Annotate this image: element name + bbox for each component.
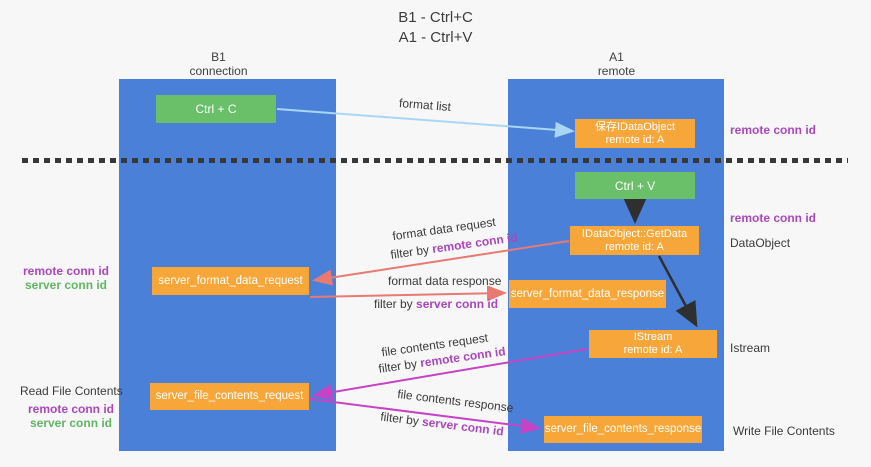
format-list-label: format list (398, 95, 452, 115)
remote-conn-id-left-format: remote conn id (22, 264, 109, 278)
file-contents-response-label: file contents response (396, 386, 515, 416)
left-file-conn-ids: Read File Contents remote conn id server… (20, 384, 123, 430)
lane-header-b1: B1 connection (110, 50, 327, 78)
server-conn-id-left-format: server conn id (24, 278, 108, 292)
save-dataobject-box: 保存IDataObject remote id: A (575, 119, 695, 148)
idataobject-getdata-box: IDataObject::GetData remote id: A (570, 226, 699, 255)
server-format-data-response-box: server_format_data_response (509, 280, 666, 308)
server-conn-id-text: server conn id (416, 297, 499, 311)
server-format-data-response-label: server_format_data_response (510, 287, 665, 300)
server-format-data-request-box: server_format_data_request (152, 267, 309, 295)
istream-side-label: Istream (730, 341, 771, 355)
ctrl-c-box: Ctrl + C (156, 95, 276, 123)
dataobject-label: DataObject (730, 236, 791, 250)
lane-header-a1: A1 remote (508, 50, 725, 78)
read-file-contents-label: Read File Contents (20, 384, 123, 398)
format-data-response-filter: filter by server conn id (374, 297, 498, 311)
lane-b1-name: B1 (211, 50, 226, 64)
diagram-title: B1 - Ctrl+C A1 - Ctrl+V (0, 8, 871, 48)
server-file-contents-response-label: server_file_contents_response (544, 423, 702, 435)
istream-box: IStream remote id: A (589, 330, 717, 358)
ctrl-v-box: Ctrl + V (575, 172, 695, 199)
lane-a1-name: A1 (609, 50, 624, 64)
save-dataobject-line2: remote id: A (605, 133, 665, 146)
remote-conn-id-right-mid: remote conn id (730, 211, 817, 225)
server-file-contents-request-label: server_file_contents_request (155, 390, 304, 402)
server-conn-id-text: server conn id (421, 414, 505, 439)
server-conn-id-left-file: server conn id (29, 416, 113, 430)
getdata-line1: IDataObject::GetData (581, 227, 688, 240)
title-line-1: B1 - Ctrl+C (398, 9, 473, 26)
lane-b1-type: connection (189, 64, 248, 78)
getdata-line2: remote id: A (605, 240, 664, 253)
title-line-2: A1 - Ctrl+V (398, 29, 473, 46)
save-dataobject-line1: 保存IDataObject (594, 120, 676, 133)
filter-by-text: filter by (379, 409, 424, 429)
file-contents-response-filter: filter by server conn id (380, 409, 505, 438)
filter-by-text: filter by (389, 242, 434, 262)
istream-line2: remote id: A (623, 344, 683, 356)
ctrl-v-label: Ctrl + V (614, 178, 656, 193)
istream-line1: IStream (633, 331, 673, 343)
left-format-conn-ids: remote conn id server conn id (20, 264, 112, 292)
filter-by-text: filter by (374, 297, 417, 311)
session-divider-dashed-line (22, 158, 848, 163)
remote-conn-id-right-top: remote conn id (730, 123, 817, 137)
ctrl-c-label: Ctrl + C (195, 102, 237, 116)
server-file-contents-response-box: server_file_contents_response (544, 416, 702, 443)
remote-conn-id-left-file: remote conn id (27, 402, 114, 416)
server-format-data-request-label: server_format_data_request (158, 274, 303, 287)
lane-a1-type: remote (597, 64, 636, 78)
write-file-contents-label: Write File Contents (733, 424, 835, 438)
server-file-contents-request-box: server_file_contents_request (150, 383, 309, 410)
format-data-response-label: format data response (388, 274, 502, 288)
